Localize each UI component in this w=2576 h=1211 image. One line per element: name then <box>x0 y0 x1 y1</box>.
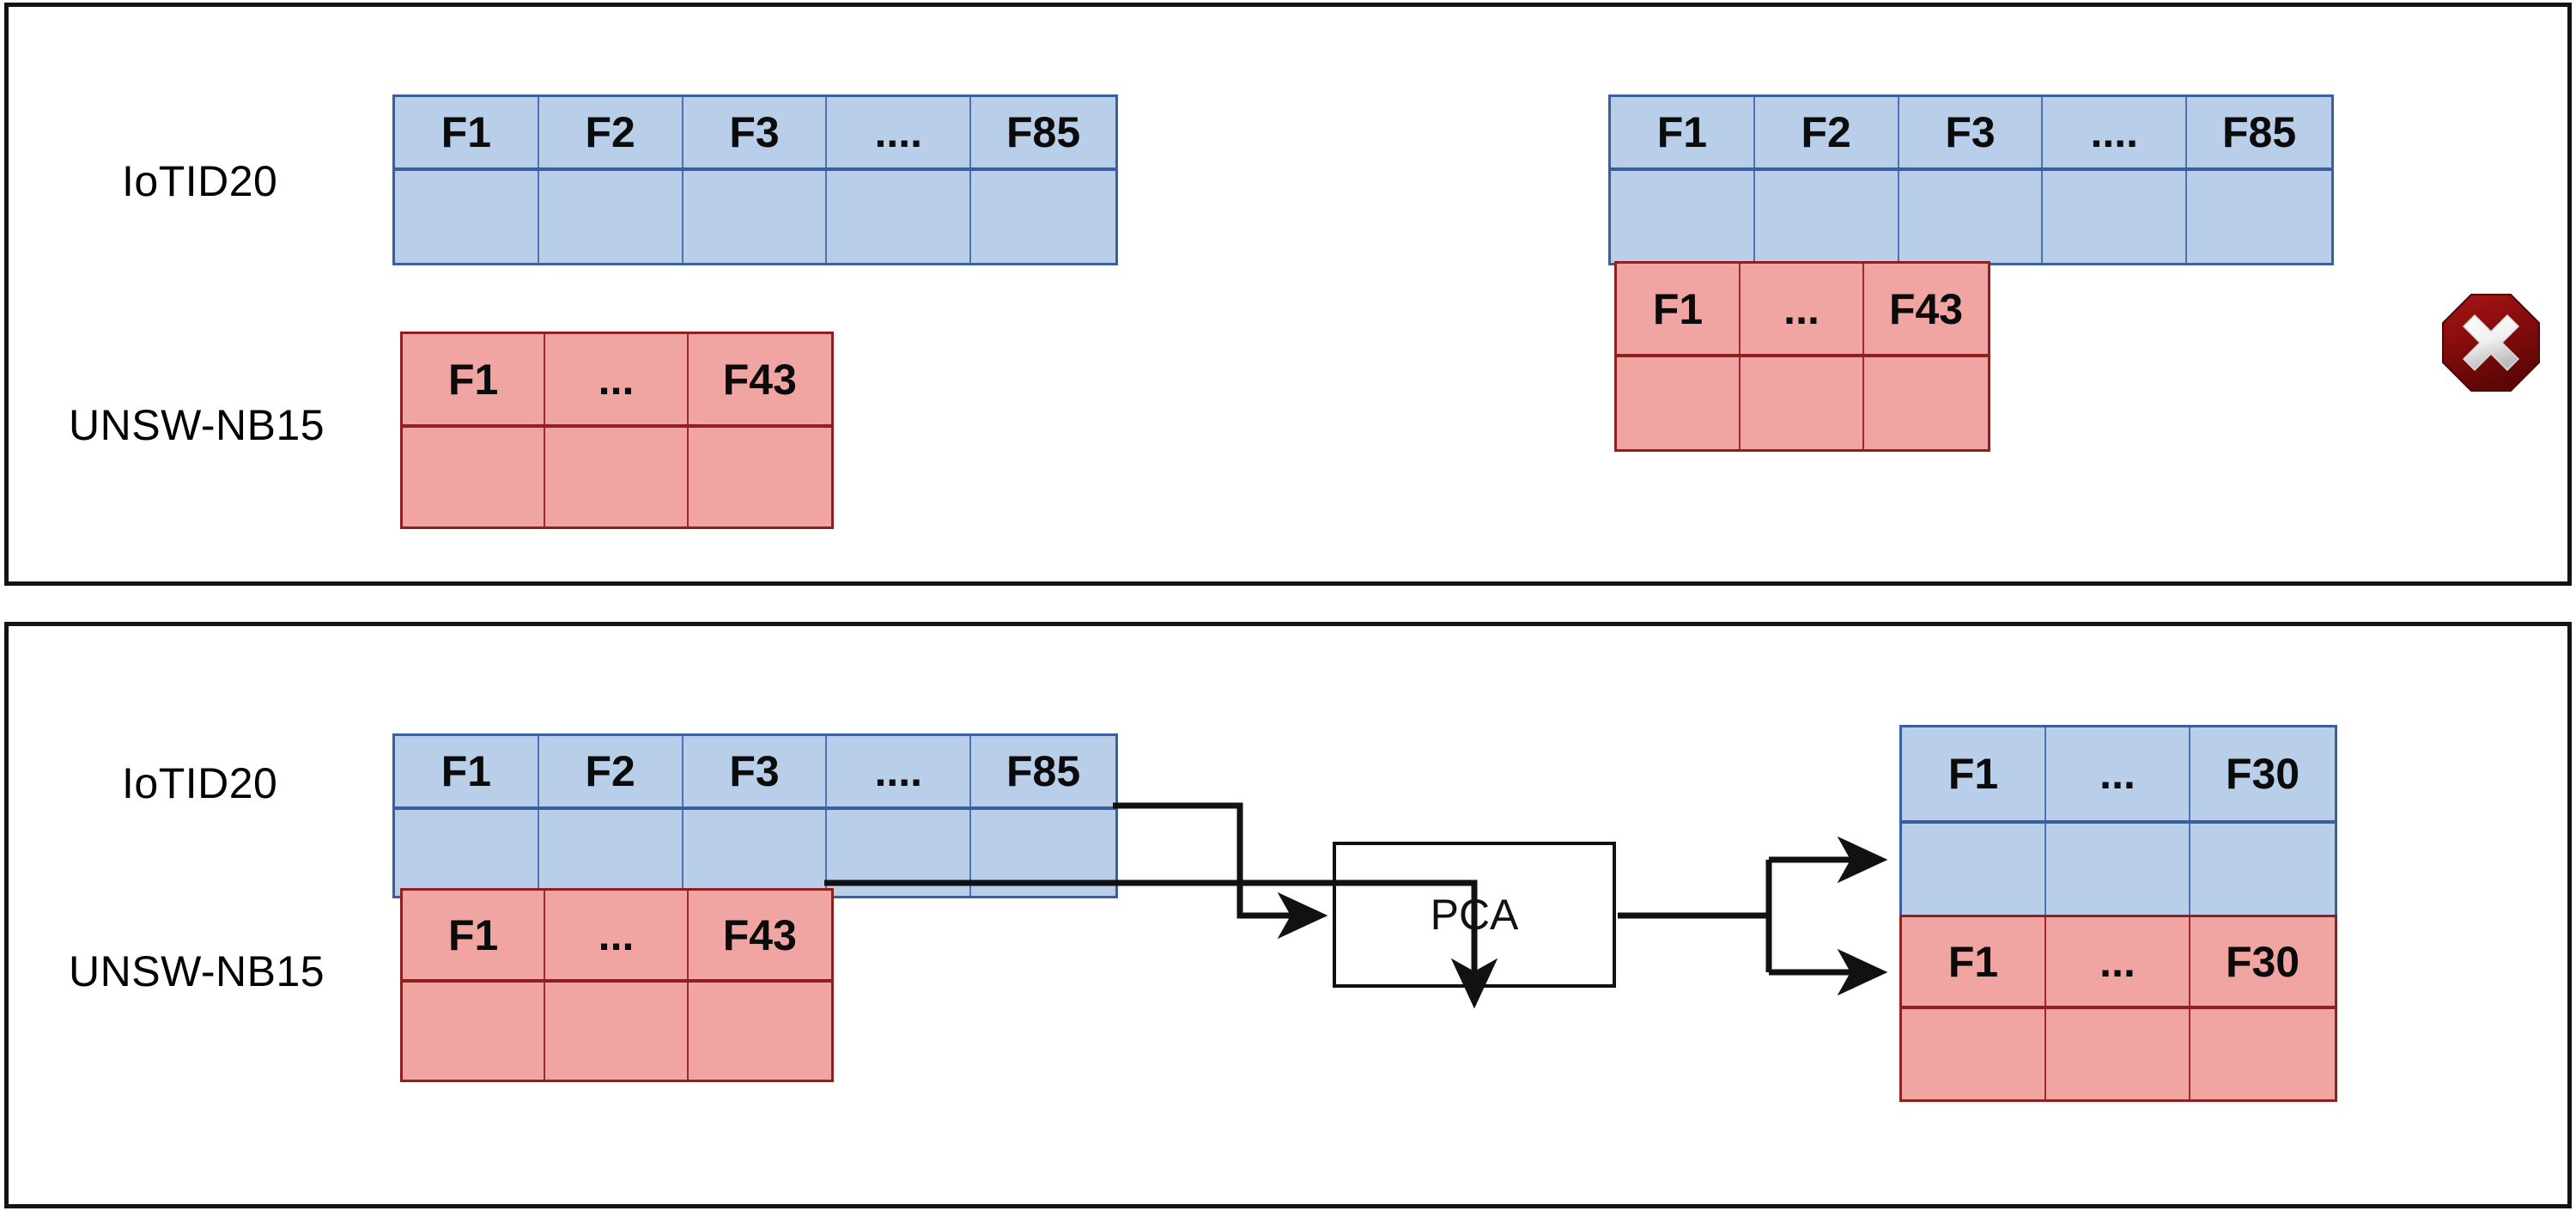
table-header-cell: ... <box>2046 917 2191 1006</box>
table-data-cell <box>1617 357 1741 449</box>
table-header-cell: ... <box>1741 264 1865 354</box>
table-data-row <box>1611 171 2331 263</box>
table-iotid20-right: F1 F2 F3 .... F85 <box>1608 94 2334 265</box>
table-header-cell: F85 <box>971 736 1115 806</box>
table-data-row <box>1617 357 1989 449</box>
table-data-row <box>395 810 1115 896</box>
table-header-row: F1 ... F30 <box>1902 727 2336 824</box>
table-header-cell: F1 <box>1902 727 2047 820</box>
table-header-cell: F1 <box>395 736 539 806</box>
table-unsw-output: F1 ... F30 <box>1899 915 2337 1102</box>
table-header-cell: F43 <box>1864 264 1989 354</box>
dataset-label-unsw-top: UNSW-NB15 <box>69 401 325 449</box>
table-data-cell <box>1899 171 2044 263</box>
table-iotid20-output: F1 ... F30 <box>1899 725 2337 921</box>
table-data-cell <box>1741 357 1865 449</box>
table-data-cell <box>2046 1009 2191 1099</box>
table-data-cell <box>683 171 828 263</box>
table-unsw-left: F1 ... F43 <box>400 332 834 529</box>
table-header-cell: F30 <box>2190 917 2336 1006</box>
table-data-cell <box>545 983 689 1080</box>
table-data-cell <box>1611 171 1755 263</box>
table-header-cell: F1 <box>1902 917 2047 1006</box>
table-iotid20-left: F1 F2 F3 .... F85 <box>392 94 1118 265</box>
table-data-cell <box>2046 824 2191 918</box>
table-data-cell <box>1902 1009 2047 1099</box>
table-header-cell: F2 <box>538 736 683 806</box>
table-data-cell <box>403 983 546 1080</box>
table-data-cell <box>2043 171 2188 263</box>
table-data-cell <box>971 171 1115 263</box>
table-header-row: F1 ... F43 <box>403 891 831 983</box>
table-header-row: F1 ... F30 <box>1902 917 2336 1009</box>
table-header-cell: .... <box>2043 97 2188 167</box>
table-data-cell <box>827 171 972 263</box>
table-data-cell <box>538 171 683 263</box>
table-header-cell: F85 <box>971 97 1115 167</box>
table-header-cell: F30 <box>2190 727 2336 820</box>
table-data-row <box>403 428 831 526</box>
table-data-cell <box>2190 824 2336 918</box>
table-header-cell: .... <box>827 736 972 806</box>
table-data-cell <box>545 428 689 526</box>
octagon-x-icon <box>2442 294 2540 392</box>
table-header-cell: F3 <box>683 97 828 167</box>
panel-mismatch: IoTID20 UNSW-NB15 F1 F2 F3 .... F85 F1 <box>4 3 2572 586</box>
panel-pca-solution: IoTID20 UNSW-NB15 F1 F2 F3 .... F85 F1 <box>4 622 2572 1208</box>
table-header-cell: ... <box>545 334 689 424</box>
table-data-cell <box>683 810 828 896</box>
table-header-row: F1 ... F43 <box>403 334 831 428</box>
table-data-cell <box>971 810 1115 896</box>
table-data-cell <box>688 428 831 526</box>
table-header-cell: F43 <box>688 891 831 979</box>
table-data-cell <box>1864 357 1989 449</box>
dataset-label-unsw-bottom: UNSW-NB15 <box>69 947 325 995</box>
table-header-cell: ... <box>2046 727 2191 820</box>
table-header-cell: .... <box>827 97 972 167</box>
table-data-cell <box>688 983 831 1080</box>
table-data-cell <box>2187 171 2331 263</box>
dataset-label-iotid20-bottom: IoTID20 <box>122 759 278 807</box>
table-data-cell <box>403 428 546 526</box>
table-data-row <box>403 983 831 1080</box>
table-header-row: F1 F2 F3 .... F85 <box>1611 97 2331 171</box>
table-unsw-right: F1 ... F43 <box>1614 261 1990 452</box>
table-header-row: F1 F2 F3 .... F85 <box>395 97 1115 171</box>
table-header-cell: F43 <box>688 334 831 424</box>
table-data-cell <box>1754 171 1899 263</box>
table-iotid20-input: F1 F2 F3 .... F85 <box>392 733 1118 898</box>
table-data-cell <box>538 810 683 896</box>
table-data-cell <box>827 810 972 896</box>
table-header-row: F1 F2 F3 .... F85 <box>395 736 1115 810</box>
table-data-row <box>1902 1009 2336 1099</box>
table-header-cell: F1 <box>395 97 539 167</box>
dataset-label-iotid20-top: IoTID20 <box>122 157 278 205</box>
table-data-cell <box>2190 1009 2336 1099</box>
table-header-row: F1 ... F43 <box>1617 264 1989 357</box>
table-data-cell <box>395 171 539 263</box>
table-header-cell: F1 <box>1611 97 1755 167</box>
table-header-cell: F3 <box>1899 97 2044 167</box>
table-header-cell: F1 <box>403 891 546 979</box>
table-header-cell: F1 <box>403 334 546 424</box>
table-unsw-input: F1 ... F43 <box>400 888 834 1082</box>
table-header-cell: F2 <box>1754 97 1899 167</box>
table-data-row <box>395 171 1115 263</box>
table-header-cell: F3 <box>683 736 828 806</box>
pca-process-box: PCA <box>1333 842 1616 988</box>
table-data-cell <box>1902 824 2047 918</box>
table-header-cell: F1 <box>1617 264 1741 354</box>
table-header-cell: ... <box>545 891 689 979</box>
table-header-cell: F85 <box>2187 97 2331 167</box>
table-data-row <box>1902 824 2336 918</box>
table-data-cell <box>395 810 539 896</box>
pca-label: PCA <box>1430 891 1519 939</box>
table-header-cell: F2 <box>538 97 683 167</box>
